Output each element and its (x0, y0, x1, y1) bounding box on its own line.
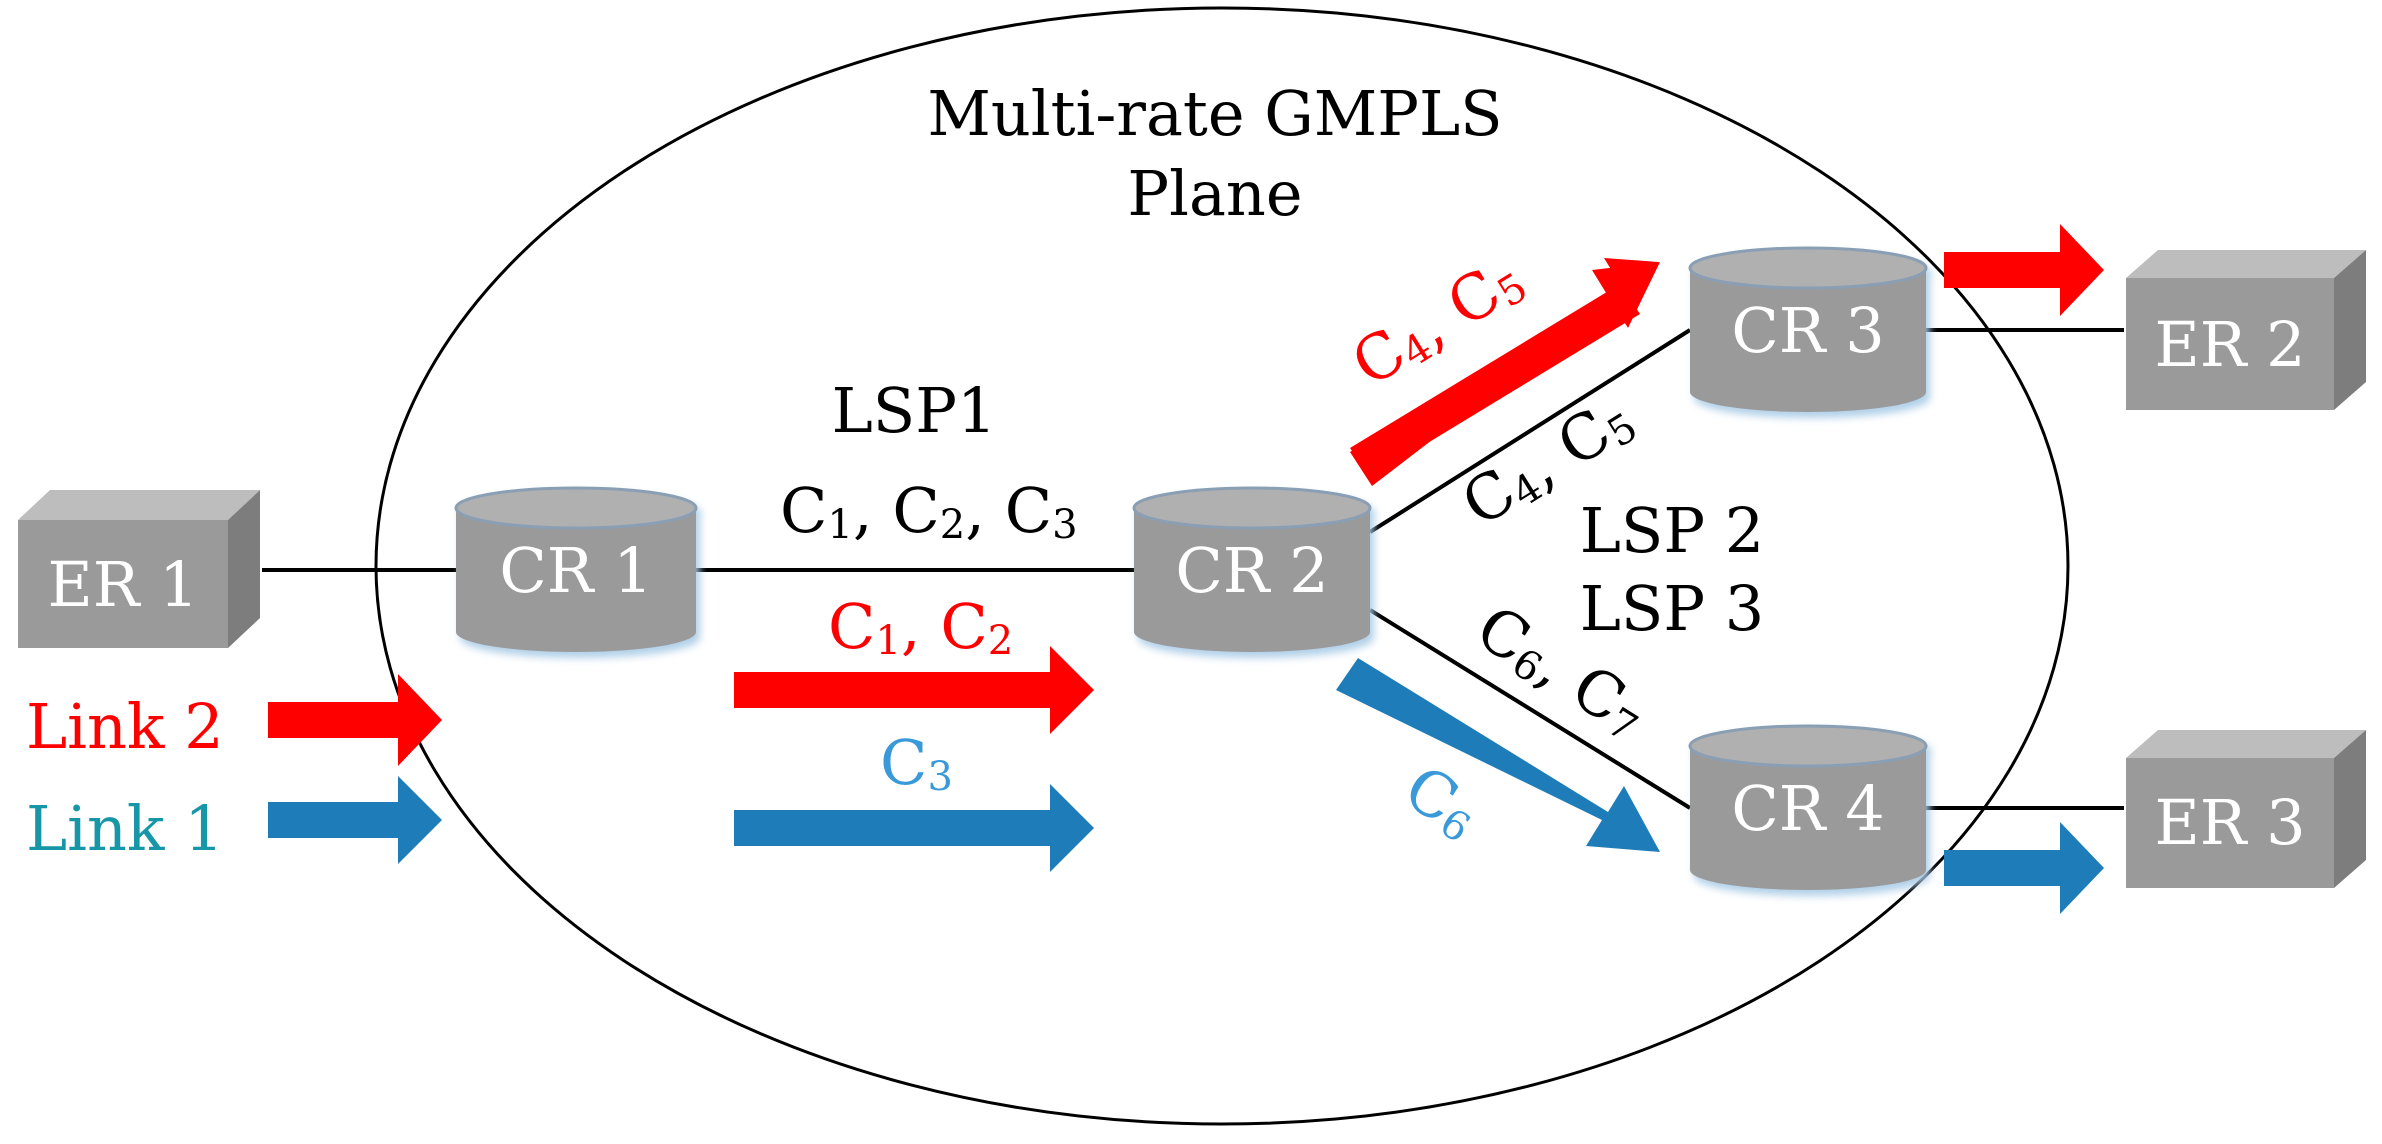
blue-channel-cr2-cr4: C6 (1392, 751, 1493, 852)
cr1-label: CR 1 (499, 534, 652, 607)
plane-title-line2: Plane (1127, 157, 1302, 230)
plane-title-line1: Multi-rate GMPLS (927, 77, 1502, 150)
gmpls-plane-ellipse (374, 6, 2070, 1126)
lsp3-label: LSP 3 (1580, 572, 1765, 645)
cr1-node[interactable]: CR 1 (454, 486, 698, 652)
cr2-label: CR 2 (1175, 534, 1328, 607)
black-channels-cr2-cr3: C4, C5 (1449, 381, 1645, 542)
er1-node[interactable]: ER 1 (18, 490, 260, 648)
er3-node[interactable]: ER 3 (2126, 730, 2366, 888)
er3-label: ER 3 (2154, 786, 2305, 859)
cr4-label: CR 4 (1731, 772, 1884, 845)
flow-arrows (268, 224, 2104, 914)
red-arrow-cr3-er2 (1944, 224, 2104, 316)
cr3-label: CR 3 (1731, 294, 1884, 367)
red-arrow-cr1-cr2 (734, 646, 1094, 734)
er2-node[interactable]: ER 2 (2126, 250, 2366, 410)
link-cr2-cr3 (1368, 328, 1692, 534)
red-channels-cr1-cr2: C1, C2 (828, 590, 1013, 664)
link-cr2-cr4 (1368, 608, 1692, 810)
links (262, 328, 2124, 810)
legend-link1-label: Link 1 (26, 792, 224, 865)
blue-arrow-cr2-cr4 (1336, 658, 1660, 852)
legend-link2-label: Link 2 (26, 690, 224, 763)
lsp1-label: LSP1 (832, 374, 997, 447)
cr2-node[interactable]: CR 2 (1132, 486, 1372, 652)
er1-label: ER 1 (47, 548, 198, 621)
legend-blue-arrow (268, 776, 442, 864)
blue-channel-cr1-cr2: C3 (880, 726, 953, 800)
cr3-node[interactable]: CR 3 (1688, 246, 1928, 412)
blue-arrow-cr1-cr2 (734, 784, 1094, 872)
blue-arrow-cr4-er3 (1944, 822, 2104, 914)
lsp2-label: LSP 2 (1580, 494, 1765, 567)
lsp1-channels-label: C1, C2, C3 (780, 474, 1078, 548)
legend-red-arrow (268, 674, 442, 766)
er2-label: ER 2 (2154, 308, 2305, 381)
cr4-node[interactable]: CR 4 (1688, 724, 1928, 890)
